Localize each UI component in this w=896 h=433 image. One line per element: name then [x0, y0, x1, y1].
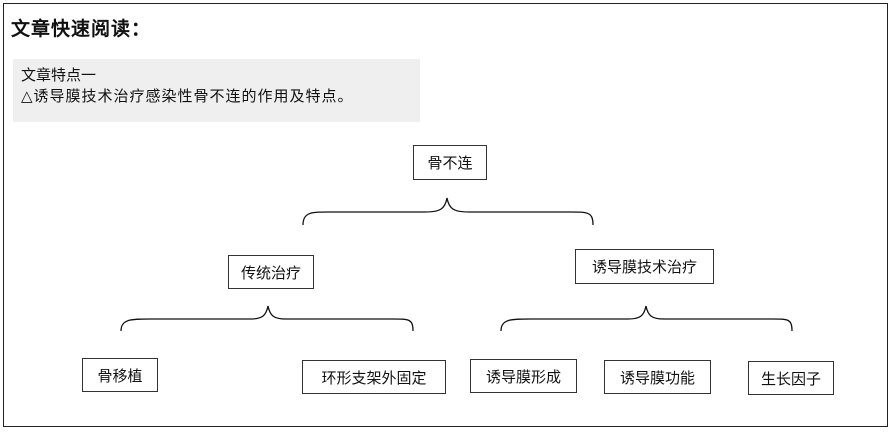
brace-root: [302, 197, 594, 226]
node-growth-factor: 生长因子: [748, 361, 834, 395]
node-traditional-treatment: 传统治疗: [228, 255, 314, 289]
node-ring-fixator: 环形支架外固定: [302, 360, 446, 394]
note-text: △诱导膜技术治疗感染性骨不连的作用及特点。: [21, 87, 354, 105]
node-membrane-function: 诱导膜功能: [604, 360, 711, 394]
node-root: 骨不连: [413, 145, 487, 180]
page-title: 文章快速阅读：: [11, 18, 152, 40]
feature-note: 文章特点一 △诱导膜技术治疗感染性骨不连的作用及特点。: [13, 59, 420, 122]
note-heading: 文章特点一: [21, 66, 97, 84]
node-membrane-formation: 诱导膜形成: [470, 359, 577, 393]
node-bone-graft: 骨移植: [82, 358, 158, 392]
node-induced-membrane-treatment: 诱导膜技术治疗: [575, 249, 714, 284]
brace-left: [120, 305, 414, 332]
brace-right: [500, 305, 793, 332]
